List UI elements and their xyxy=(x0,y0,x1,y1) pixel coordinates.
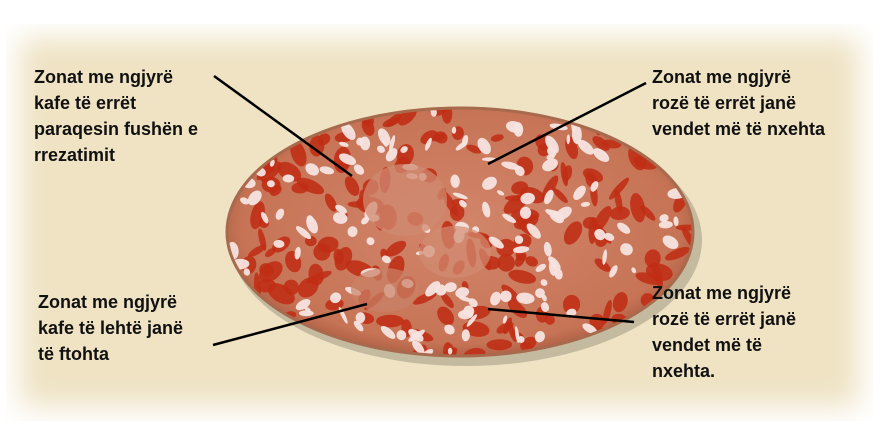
callout-bottom-left: Zonat me ngjyrë kafe të lehtë janë të ft… xyxy=(38,289,183,367)
callout-line: nxehta. xyxy=(652,358,796,384)
light-pink-patch xyxy=(572,125,582,144)
callout-line: vendet më të nxehta xyxy=(652,116,825,142)
callout-line: të ftohta xyxy=(38,341,183,367)
callout-line: kafe të errët xyxy=(34,90,198,116)
light-pink-patch xyxy=(299,310,314,316)
callout-line: Zonat me ngjyrë xyxy=(652,64,825,90)
dark-red-patch xyxy=(376,315,404,328)
callout-bottom-right: Zonat me ngjyrë rozë të errët janë vende… xyxy=(652,280,796,384)
callout-line: kafe të lehtë janë xyxy=(38,315,183,341)
callout-line: rozë të errët janë xyxy=(652,90,825,116)
callout-top-left: Zonat me ngjyrë kafe të errët paraqesin … xyxy=(34,64,198,168)
callout-line: Zonat me ngjyrë xyxy=(652,280,796,306)
callout-line: paraqesin fushën e xyxy=(34,116,198,142)
callout-top-right: Zonat me ngjyrë rozë të errët janë vende… xyxy=(652,64,825,142)
callout-line: vendet më të xyxy=(652,332,796,358)
callout-line: rrezatimit xyxy=(34,142,198,168)
callout-line: Zonat me ngjyrë xyxy=(34,64,198,90)
callout-line: rozë të errët janë xyxy=(652,306,796,332)
callout-line: Zonat me ngjyrë xyxy=(38,289,183,315)
